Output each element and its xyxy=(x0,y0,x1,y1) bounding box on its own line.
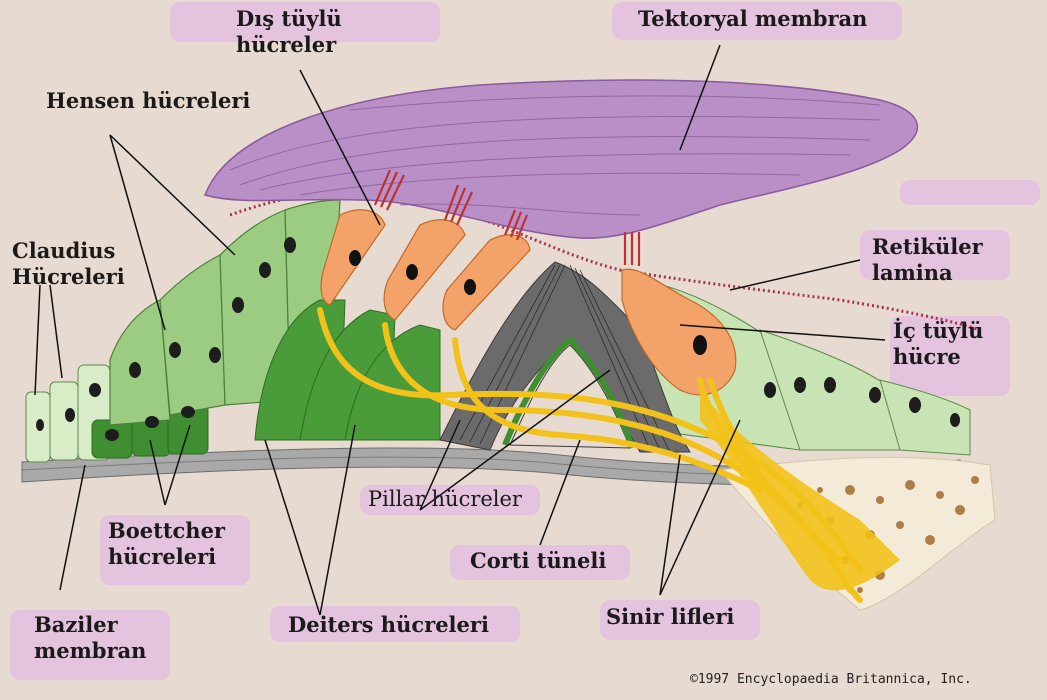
copyright-notice: ©1997 Encyclopaedia Britannica, Inc. xyxy=(690,672,972,687)
label-tectorial-membrane: Tektoryal membran xyxy=(638,6,867,32)
label-deiters-cells: Deiters hücreleri xyxy=(288,612,489,638)
inner-hair-cell-nucleus xyxy=(693,335,707,355)
label-pillar-cells: Pillar hücreler xyxy=(368,486,522,512)
label-hensen-cells: Hensen hücreleri xyxy=(46,88,250,114)
outer-hair-cells xyxy=(321,210,530,330)
label-corti-tunnel: Corti tüneli xyxy=(470,548,606,574)
label-nerve-fibers: Sinir lifleri xyxy=(606,604,734,630)
